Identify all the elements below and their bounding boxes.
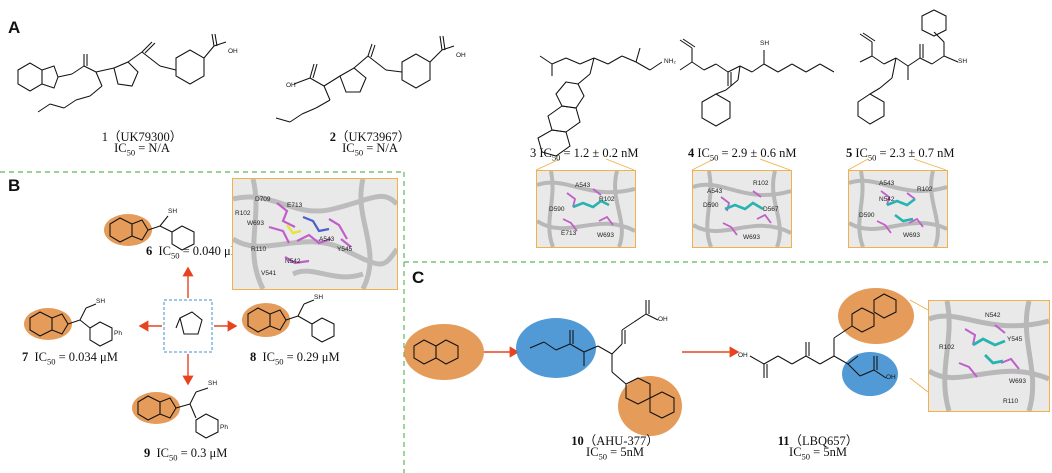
atom-label-oh-10: OH (658, 316, 668, 323)
residue-label: R110 (251, 246, 266, 253)
residue-label: R102 (599, 196, 615, 203)
panel-b-arrows (138, 266, 238, 386)
highlight-ellipse-10-ester (516, 318, 596, 378)
structure-compound-9 (137, 387, 219, 439)
residue-label: R102 (939, 344, 955, 351)
atom-label-oh-1: OH (228, 48, 238, 55)
highlight-ellipse-7 (24, 308, 72, 340)
ic50-compound-10: IC50 = 5nM (586, 445, 644, 462)
atom-label-nh2-3: NH₂ (664, 58, 676, 65)
caption-compound-8: 8 IC50 = 0.29 μM (250, 350, 340, 367)
residue-label: R102 (235, 210, 251, 217)
atom-label-ph-7: Ph (114, 330, 122, 337)
structure-compound-4 (679, 38, 835, 127)
residue-label: R102 (917, 186, 933, 193)
atom-label-sh-4: SH (760, 40, 770, 47)
residue-label: N542 (985, 312, 1001, 319)
caption-compound-4: 4 IC50 = 2.9 ± 0.6 nM (688, 146, 797, 163)
panel-separators (0, 171, 1052, 473)
structure-compound-6 (109, 215, 195, 251)
residue-label: D709 (255, 196, 271, 203)
residue-label: V541 (261, 270, 277, 277)
residue-label: R110 (1003, 398, 1018, 405)
residue-label: Y545 (1007, 336, 1023, 343)
atom-label-sh-6: SH (168, 208, 178, 215)
structure-compound-5 (857, 9, 959, 125)
panel-label-c: C (412, 268, 425, 287)
residue-label: W693 (903, 232, 920, 239)
atom-label-sh-5: SH (958, 58, 968, 65)
residue-label: D590 (549, 206, 565, 213)
panel-label-b: B (8, 176, 21, 195)
structure-compound-8 (247, 299, 335, 343)
caption-compound-5: 5 IC50 = 2.3 ± 0.7 nM (846, 146, 955, 163)
residue-label: D590 (859, 212, 875, 219)
docking-image-3: A543 D590 R102 E713 W693 (536, 170, 636, 248)
residue-label: N542 (285, 258, 301, 265)
residue-label: A543 (319, 236, 335, 243)
atom-label-oh-11b: OH (886, 374, 896, 381)
residue-label: A543 (707, 188, 723, 195)
residue-label: A543 (575, 182, 591, 189)
highlight-ellipse-9 (132, 392, 180, 424)
atom-label-oh-2: OH (456, 52, 466, 59)
caption-compound-11: 11（LBQ657） (777, 434, 859, 448)
residue-label: A543 (879, 180, 895, 187)
residue-label: D567 (763, 206, 779, 213)
docking-image-11: N542 Y545 R102 W693 R110 (928, 300, 1050, 412)
structure-compound-7 (29, 303, 113, 347)
caption-compound-1: 1（UK79300） (101, 130, 183, 144)
docking-image-4: R102 D590 A543 D567 W693 (692, 170, 792, 248)
residue-label: W693 (247, 220, 264, 227)
atom-label-oh-2b: OH (286, 82, 296, 89)
residue-label: W693 (1009, 378, 1026, 385)
ic50-compound-2: IC50 = N/A (342, 141, 398, 158)
residue-label: Y545 (337, 246, 353, 253)
residue-label: D590 (703, 202, 719, 209)
highlight-ellipse-biphenyl-left (404, 324, 484, 380)
atom-label-sh-9: SH (208, 380, 218, 387)
structure-biphenyl-left (413, 339, 459, 365)
scaffold-box (163, 299, 213, 353)
residue-label: E713 (287, 202, 303, 209)
structure-compound-2 (275, 35, 455, 123)
structure-compound-11 (749, 293, 897, 379)
structure-compound-1 (17, 33, 227, 113)
ic50-compound-1: IC50 = N/A (114, 141, 170, 158)
caption-compound-9: 9 IC50 = 0.3 μM (144, 446, 228, 463)
atom-label-sh-8: SH (314, 294, 324, 301)
caption-compound-3: 3 IC50 = 1.2 ± 0.2 nM (530, 146, 639, 163)
residue-label: R102 (753, 180, 769, 187)
highlight-ellipse-8 (242, 303, 290, 337)
structure-compound-3 (537, 47, 663, 157)
ic50-compound-11: IC50 = 5nM (789, 445, 847, 462)
caption-compound-7: 7 IC50 = 0.034 μM (22, 350, 118, 367)
structure-compound-10 (529, 300, 675, 419)
residue-label: E713 (561, 230, 577, 237)
structure-scaffold (175, 311, 203, 335)
caption-compound-10: 10（AHU-377） (571, 434, 659, 448)
docking-callout-lines (535, 158, 947, 171)
residue-label: W693 (597, 232, 614, 239)
docking-image-5: A543 N542 R102 D590 W693 (848, 170, 948, 248)
docking-callout-lines-11 (909, 299, 929, 393)
caption-compound-2: 2（UK73967） (329, 130, 411, 144)
residue-label: N542 (879, 196, 895, 203)
atom-label-sh-7: SH (96, 298, 106, 305)
panel-label-a: A (8, 18, 21, 37)
highlight-ellipse-11-acid (842, 352, 898, 396)
docking-image-6: D709 R102 W693 E713 R110 A543 Y545 N542 … (232, 178, 398, 290)
caption-compound-6: 6 IC50 = 0.040 μM (146, 244, 242, 261)
highlight-ellipse-6 (104, 214, 152, 246)
highlight-ellipse-11-biphenyl (838, 288, 914, 344)
residue-label: W693 (743, 234, 760, 241)
atom-label-ph-9: Ph (220, 424, 228, 431)
atom-label-oh-11a: OH (738, 352, 748, 359)
